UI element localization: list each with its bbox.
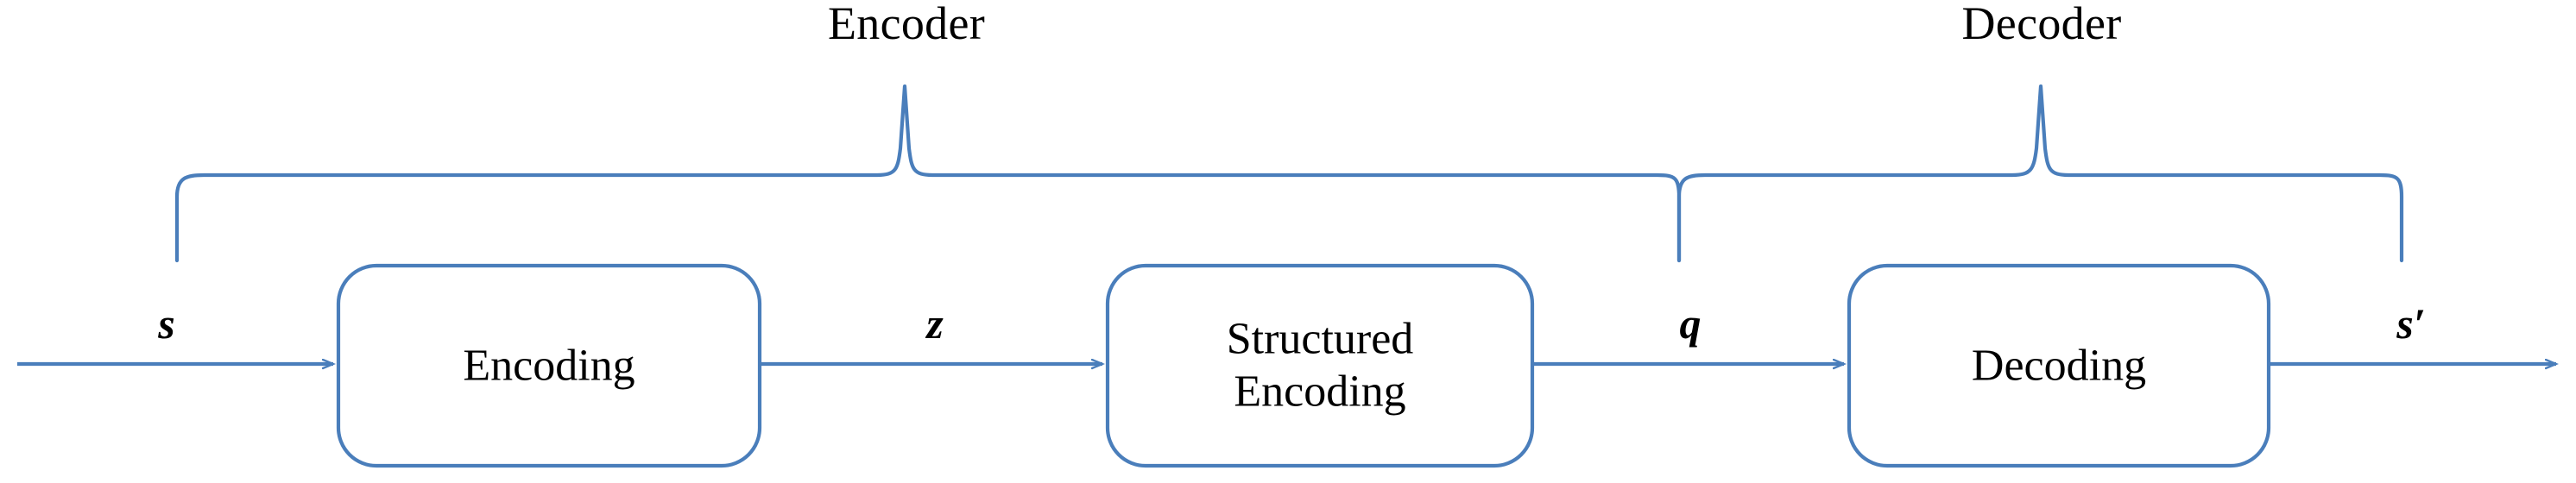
signal-label-latent-z: z [926, 299, 944, 348]
signal-label-quantized-q: q [1679, 299, 1702, 348]
group-label-encoder: Encoder [827, 0, 986, 49]
block-label-encoding: Encoding [463, 341, 635, 391]
group-label-decoder: Decoder [1961, 0, 2122, 49]
signal-label-input-s: s [158, 299, 175, 348]
encoder-brace [174, 84, 1682, 263]
block-label-decoding: Decoding [1971, 341, 2147, 391]
signal-label-output-s-prime: s′ [2396, 299, 2426, 348]
decoder-brace [1676, 84, 2404, 263]
block-label-structured-encoding: Structured Encoding [1226, 314, 1414, 417]
